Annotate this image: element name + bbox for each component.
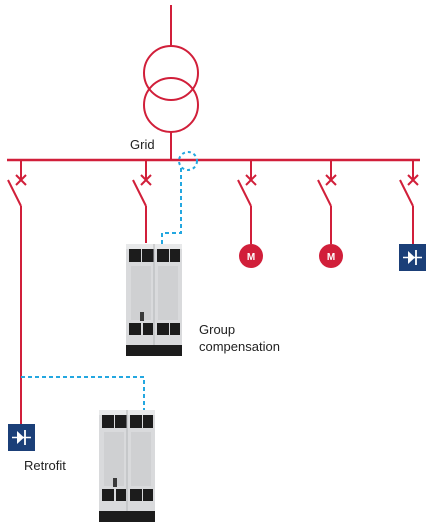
- breaker-icon: [407, 174, 419, 186]
- current-sensor-icon: [178, 151, 198, 171]
- switch-blade: [132, 179, 147, 207]
- switch-blade: [317, 179, 332, 207]
- feeder-drive: [399, 160, 419, 244]
- breaker-icon: [325, 174, 337, 186]
- feeder-retrofit: [7, 160, 27, 426]
- motor-icon: [239, 244, 263, 268]
- drive-icon: [399, 244, 426, 271]
- breaker-icon: [15, 174, 27, 186]
- cabinet-icon: [126, 244, 182, 356]
- drive-icon: [8, 424, 35, 451]
- cabinet-icon: [99, 410, 155, 522]
- group-compensation-label-line2: compensation: [199, 339, 280, 354]
- breaker-icon: [245, 174, 257, 186]
- feeder-motor-2: [317, 160, 337, 244]
- switch-blade: [237, 179, 252, 207]
- feeder-motor-1: [237, 160, 257, 244]
- transformer-icon: [143, 45, 199, 133]
- group-compensation-label-line1: Group: [199, 322, 236, 337]
- motor-symbol-label: M: [327, 252, 335, 263]
- breaker-icon: [140, 174, 152, 186]
- grid-label: Grid: [130, 137, 155, 152]
- motor-icon: [319, 244, 343, 268]
- signal-link-group: [161, 168, 182, 247]
- switch-blade: [399, 179, 414, 207]
- signal-link-retrofit: [21, 376, 145, 410]
- retrofit-label: Retrofit: [24, 458, 66, 473]
- feeder-group-compensation: [132, 160, 152, 243]
- motor-symbol-label: M: [247, 252, 255, 263]
- switch-blade: [7, 179, 22, 207]
